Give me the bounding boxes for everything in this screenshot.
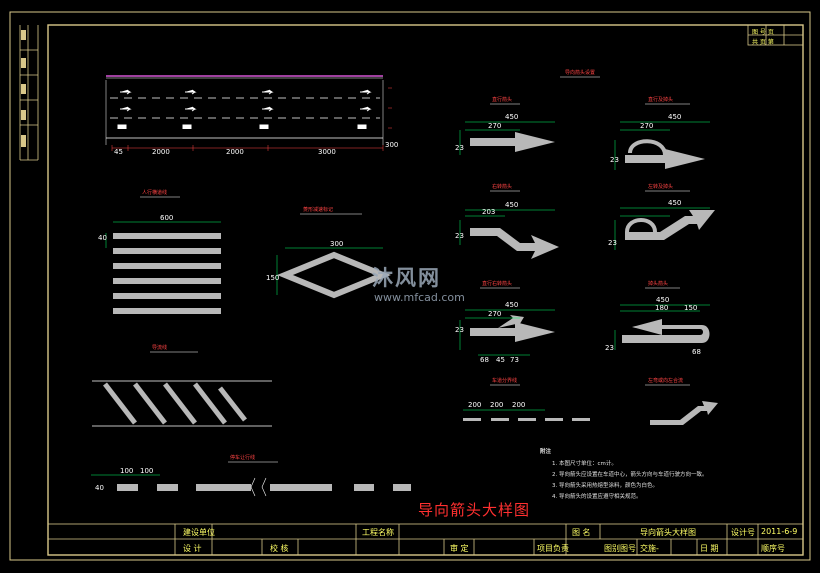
- outer-frame: [9, 11, 811, 561]
- dim-sr-8: 73: [510, 356, 519, 364]
- channel-stripes: [92, 380, 272, 427]
- dim-ut-4: 68: [692, 348, 701, 356]
- tb-pm: 项目负责: [537, 544, 569, 553]
- tb-sheet-cat-label: 图别图号: [604, 544, 636, 553]
- label-straight-uturn: 直行及掉头: [648, 97, 674, 103]
- dim-sd-0: 100: [120, 467, 133, 475]
- dim-su-1: 270: [640, 122, 653, 130]
- tb-review: 审 定: [450, 544, 469, 553]
- label-uturn: 掉头箭头: [648, 281, 669, 287]
- tb-drawing-name: 导向箭头大样图: [640, 528, 696, 537]
- drawing-title: 导向箭头大样图: [418, 501, 531, 519]
- label-turn-right: 右转箭头: [492, 184, 513, 190]
- label-straight: 直行箭头: [492, 97, 513, 103]
- dim-cw-1: 40: [98, 234, 107, 242]
- tb-top-right-1: 图 号 页: [752, 29, 774, 36]
- label-diamond: 菱形减速标记: [303, 207, 334, 213]
- dim-lane-0: 45: [114, 148, 123, 156]
- label-channel: 导流线: [152, 345, 168, 351]
- dim-su-2: 23: [610, 156, 619, 164]
- dim-ut-3: 23: [605, 344, 614, 352]
- merge-left-arrow: [650, 401, 718, 425]
- top-right-box: [747, 24, 804, 46]
- dim-sr-1: 270: [488, 310, 501, 318]
- turn-right-arrow: [470, 228, 559, 259]
- straight-uturn-arrow: [625, 139, 705, 169]
- straight-arrow: [470, 132, 555, 152]
- dim-su-0: 450: [668, 113, 681, 121]
- label-left-uturn: 左转及掉头: [648, 184, 674, 190]
- dim-dash-1: 200: [490, 401, 503, 409]
- dim-lane-2: 2000: [226, 148, 244, 156]
- stop-dash-line: [117, 484, 411, 491]
- tb-project: 工程名称: [362, 528, 394, 537]
- note-1: 1. 本图尺寸单位：cm计。: [552, 461, 617, 467]
- dim-sd-2: 40: [95, 484, 104, 492]
- dim-cw-0: 600: [160, 214, 173, 222]
- label-crosswalk: 人行横道线: [142, 190, 168, 196]
- dim-straight-0: 450: [505, 113, 518, 121]
- tb-date: 2011-6-9: [761, 527, 798, 536]
- dim-tr-4: 23: [455, 232, 464, 240]
- dim-dash-2: 200: [512, 401, 525, 409]
- tb-date-label: 日 期: [700, 544, 719, 553]
- label-dashed: 车道分界线: [492, 378, 518, 384]
- dim-dia-0: 300: [330, 240, 343, 248]
- binding-strip: [19, 25, 39, 161]
- tb-design-no: 设计号: [731, 528, 755, 537]
- dim-sr-6: 45: [496, 356, 505, 364]
- dim-straight-1: 270: [488, 122, 501, 130]
- dim-sr-0: 450: [505, 301, 518, 309]
- dim-dia-1: 150: [266, 274, 279, 282]
- dim-lu-1: 23: [608, 239, 617, 247]
- lane-layout-diagram: [105, 75, 392, 151]
- dim-ut-1: 180: [655, 304, 668, 312]
- left-uturn-arrow: [625, 210, 715, 240]
- watermark-brand: 沐风网: [372, 266, 441, 290]
- diamond-marking: [276, 247, 391, 299]
- binding-marks: [21, 30, 26, 147]
- tb-check: 校 核: [270, 544, 289, 553]
- label-straight-right: 直行右转箭头: [482, 281, 513, 287]
- uturn-arrow: [622, 319, 710, 343]
- tb-order: 顺序号: [761, 544, 785, 553]
- dim-lu-0: 450: [668, 199, 681, 207]
- dim-sd-1: 100: [140, 467, 153, 475]
- note-2: 2. 导向箭头应设置在车道中心，箭头方向与车道行驶方向一致。: [552, 472, 708, 478]
- tb-sheet-cat: 交施-: [640, 544, 659, 553]
- note-3: 3. 导向箭头采用热熔型涂料，颜色为白色。: [552, 483, 658, 489]
- dim-sr-5: 68: [480, 356, 489, 364]
- dim-lane-1: 2000: [152, 148, 170, 156]
- dim-ut-0: 450: [656, 296, 669, 304]
- tb-design: 设 计: [183, 544, 202, 553]
- label-lane-layout: 导向箭头设置: [565, 70, 596, 76]
- dim-tr-0: 450: [505, 201, 518, 209]
- dimension-lines: [91, 121, 710, 476]
- label-merge-left: 左弯或向左合流: [648, 378, 684, 384]
- label-stop-dash: 停车让行线: [230, 455, 256, 461]
- dim-dash-0: 200: [468, 401, 481, 409]
- dashed-lane-divider: [463, 418, 590, 421]
- tb-drawing-name-label: 图 名: [572, 528, 591, 537]
- tb-build-unit: 建设单位: [183, 528, 215, 537]
- dim-sr-2: 23: [455, 326, 464, 334]
- dim-tr-1: 203: [482, 208, 495, 216]
- title-block-lines: [47, 523, 804, 556]
- dim-lane-3: 3000: [318, 148, 336, 156]
- note-4: 4. 导向箭头的设置应遵守相关规范。: [552, 494, 642, 500]
- crosswalk-stripes: [113, 233, 221, 314]
- dim-lane-4: 300: [385, 141, 398, 149]
- watermark-url: www.mfcad.com: [374, 291, 465, 304]
- dim-straight-2: 23: [455, 144, 464, 152]
- label-underlines: [140, 76, 690, 463]
- notes-heading: 附注: [540, 449, 552, 455]
- dim-ut-2: 150: [684, 304, 697, 312]
- tb-top-right-2: 共 页 第: [752, 39, 774, 46]
